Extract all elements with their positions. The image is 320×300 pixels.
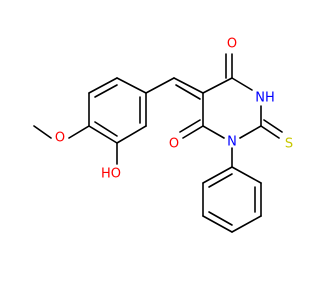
ring1-double-bond	[94, 84, 118, 98]
carbonyl-bottom	[182, 125, 204, 139]
structure-drawing: O NH S N O O HO	[33, 37, 293, 233]
ring2-bond	[202, 77, 233, 94]
ring3-bond	[202, 215, 233, 233]
atom-n: N	[227, 135, 237, 150]
ring1-bond	[116, 125, 147, 144]
atom-s: S	[285, 137, 293, 152]
methyl-bond	[33, 125, 52, 139]
ring3-bond	[231, 166, 262, 184]
atom-o-top: O	[227, 37, 237, 52]
ring1-bond	[88, 77, 118, 94]
ring2-bond	[202, 125, 225, 139]
molecule-diagram: O NH S N O O HO	[33, 36, 294, 233]
phenyl-ring	[202, 166, 262, 233]
ring3-double-bond	[208, 173, 233, 188]
atom-o-bottom: O	[169, 137, 179, 152]
ring1-bond	[116, 77, 147, 94]
methoxyhydroxyphenyl-ring	[88, 77, 147, 144]
ring3-bond	[231, 215, 262, 233]
thione-bond	[260, 125, 280, 139]
ring1-bond	[88, 125, 118, 144]
ring2-bond	[239, 125, 262, 139]
ring1-double-bond	[94, 121, 118, 137]
atom-nh: NH	[255, 91, 275, 106]
ring2-bond	[231, 77, 253, 91]
vinyl-bond	[145, 77, 175, 94]
exocyclic-double-bond-2	[175, 84, 201, 100]
methoxy-bond	[68, 125, 90, 139]
thiobarbiturate-ring	[202, 77, 262, 139]
exocyclic-double-bond	[173, 77, 204, 94]
atom-ho: HO	[101, 167, 121, 182]
carbonyl-bottom-2	[179, 119, 201, 133]
ring3-bond	[202, 166, 233, 184]
thione-bond-2	[263, 119, 283, 133]
ring3-double-bond	[208, 211, 233, 226]
atom-o-methoxy: O	[55, 131, 65, 146]
